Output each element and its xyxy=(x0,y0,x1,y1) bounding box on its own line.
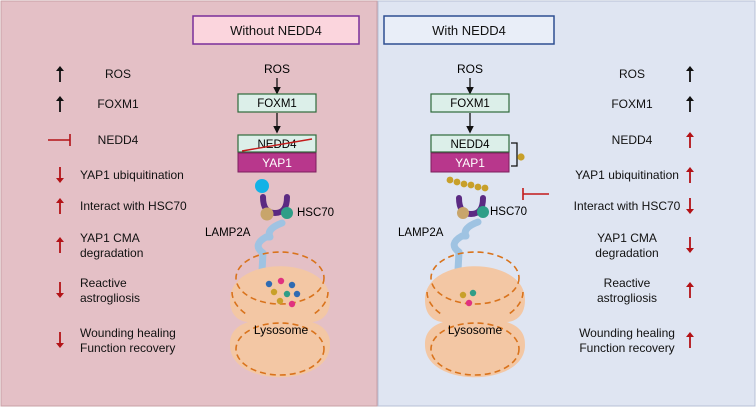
outcome-label-line: degradation xyxy=(80,246,143,260)
left-yap1-box xyxy=(237,152,317,173)
outcome-label: Interact with HSC70 xyxy=(80,199,187,213)
left-lamp2a-icon xyxy=(254,219,286,293)
left-lamp2a-label: LAMP2A xyxy=(205,227,251,239)
outcome-label: Interact with HSC70 xyxy=(574,199,681,213)
outcome-label: FOXM1 xyxy=(97,97,139,111)
right-pathway: ROS FOXM1 NEDD4 YAP1 HSC70 LAMP2A xyxy=(398,62,549,378)
ubiquitin-single xyxy=(517,153,525,161)
right-title-box xyxy=(383,15,555,45)
outcome-label: ROS xyxy=(619,67,645,81)
right-ros-node: ROS xyxy=(457,62,483,76)
left-outcome-down-red-icon xyxy=(56,332,64,348)
outcome-label-line: astrogliosis xyxy=(80,291,140,305)
left-ros-node: ROS xyxy=(264,62,290,76)
right-outcome-up-black-icon xyxy=(686,96,694,112)
right-nedd4-label: NEDD4 xyxy=(451,139,491,151)
outcome-label-line: YAP1 CMA xyxy=(597,231,657,245)
right-hsc70-label: HSC70 xyxy=(490,206,527,218)
left-lysosome-label: Lysosome xyxy=(254,323,309,337)
right-lysosome xyxy=(425,251,525,378)
right-cochaperone-green xyxy=(477,206,489,218)
left-outcome-up-black-icon xyxy=(56,96,64,112)
right-nedd4-box xyxy=(430,134,510,153)
nedd4-strike-mark xyxy=(241,138,313,152)
outcome-label: FOXM1 xyxy=(611,97,653,111)
outcome-label-line: Reactive xyxy=(80,276,127,290)
left-lysosome xyxy=(230,251,330,378)
right-lamp2a-icon xyxy=(450,218,482,292)
left-outcome-up-red-icon xyxy=(56,237,64,253)
left-outcome-inhibit-icon xyxy=(48,134,71,146)
left-pathway: ROS FOXM1 NEDD4 YAP1 HSC70 LAMP2A xyxy=(205,62,334,378)
left-hsc70-label: HSC70 xyxy=(297,207,334,219)
right-foxm1-label: FOXM1 xyxy=(450,98,490,110)
right-yap1-label: YAP1 xyxy=(455,156,485,170)
right-hsc70-icon xyxy=(456,195,486,218)
left-outcome-down-red-icon xyxy=(56,282,64,298)
outcome-label-line: degradation xyxy=(595,246,658,260)
outcome-label: NEDD4 xyxy=(98,133,139,147)
right-outcome-up-red-icon xyxy=(686,132,694,148)
right-foxm1-box xyxy=(430,93,510,113)
left-cochaperone-green xyxy=(281,207,293,219)
right-lysosome-label: Lysosome xyxy=(448,323,503,337)
left-outcome-up-black-icon xyxy=(56,66,64,82)
outcome-label-line: Wounding healing xyxy=(80,326,176,340)
right-lamp2a-label: LAMP2A xyxy=(398,227,444,239)
hsc70-inhibition-mark xyxy=(522,188,549,200)
outcome-label-line: Function recovery xyxy=(80,341,175,355)
ubiquitination-bracket xyxy=(511,142,518,167)
right-outcome-up-black-icon xyxy=(686,66,694,82)
ubiquitin-chain xyxy=(446,176,489,192)
left-cochaperone-tan xyxy=(260,207,274,221)
outcome-label: NEDD4 xyxy=(612,133,653,147)
right-outcome-up-red-icon xyxy=(686,167,694,183)
right-outcome-up-red-icon xyxy=(686,332,694,348)
left-foxm1-label: FOXM1 xyxy=(257,98,297,110)
right-cochaperone-tan xyxy=(457,207,469,219)
right-outcome-up-red-icon xyxy=(686,282,694,298)
left-title-box xyxy=(192,15,360,45)
left-cyan-marker xyxy=(255,179,269,193)
outcome-label-line: astrogliosis xyxy=(597,291,657,305)
outcome-label: YAP1 ubiquitination xyxy=(575,168,679,182)
outcome-label-line: YAP1 CMA xyxy=(80,231,140,245)
outcome-label-line: Wounding healing xyxy=(579,326,675,340)
right-yap1-box xyxy=(430,152,510,173)
outcome-label: ROS xyxy=(105,67,131,81)
left-title: Without NEDD4 xyxy=(230,23,322,38)
outcome-label-line: Function recovery xyxy=(579,341,674,355)
left-yap1-label: YAP1 xyxy=(262,156,292,170)
left-foxm1-box xyxy=(237,93,317,113)
outcome-label: YAP1 ubiquitination xyxy=(80,168,184,182)
left-outcome-down-red-icon xyxy=(56,167,64,183)
right-outcome-down-red-icon xyxy=(686,198,694,214)
left-outcome-up-red-icon xyxy=(56,198,64,214)
left-hsc70-icon xyxy=(260,194,290,217)
right-lysosome-contents xyxy=(459,289,477,307)
right-title: With NEDD4 xyxy=(432,23,506,38)
outcome-label-line: Reactive xyxy=(604,276,651,290)
left-lysosome-contents xyxy=(265,277,301,308)
right-outcome-down-red-icon xyxy=(686,237,694,253)
